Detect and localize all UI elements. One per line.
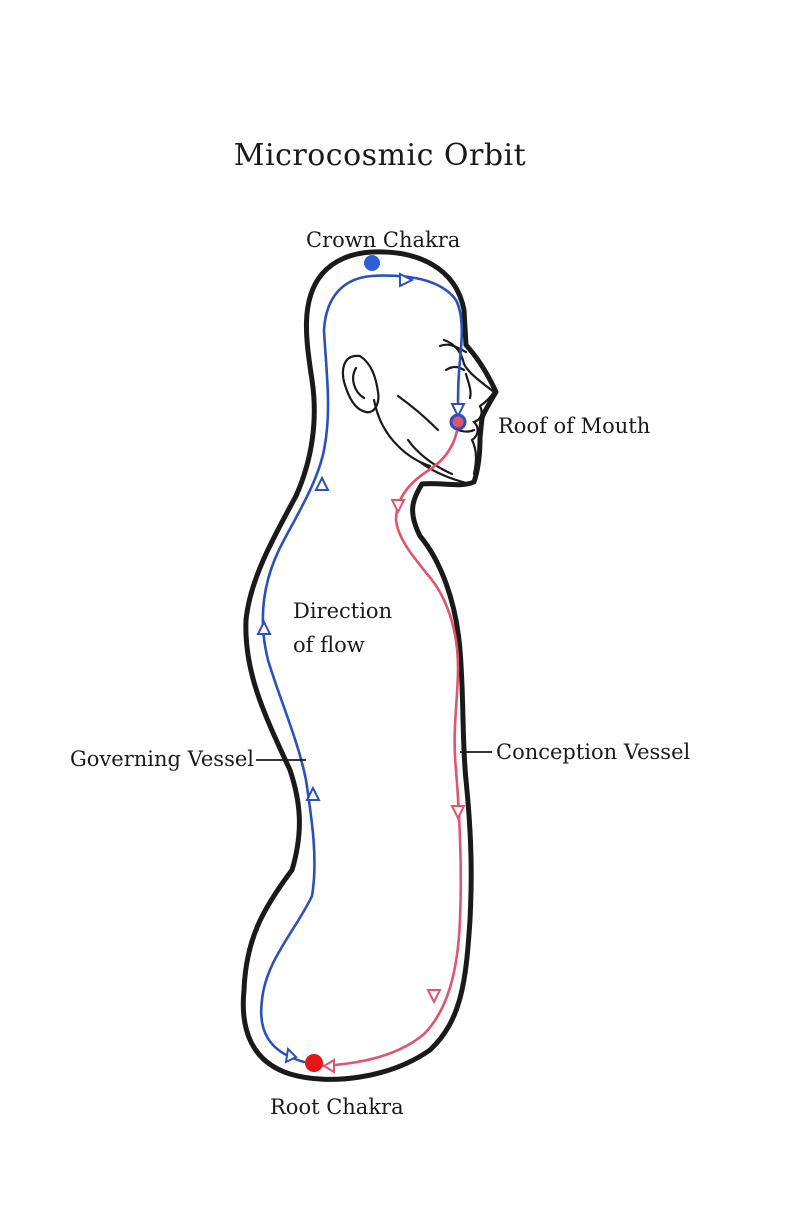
face-details <box>341 338 496 486</box>
gv-arrow <box>256 619 272 635</box>
nose-line <box>464 372 472 400</box>
ear <box>341 354 380 414</box>
head-back <box>372 398 432 468</box>
cv-arrow <box>426 989 442 1005</box>
root-chakra-label: Root Chakra <box>270 1095 404 1119</box>
diagram-title: Microcosmic Orbit <box>233 138 527 173</box>
cv-arrow <box>322 1058 335 1074</box>
cv-arrow <box>450 805 466 821</box>
gv-arrow <box>314 475 330 491</box>
governing-vessel-label: Governing Vessel <box>70 747 254 771</box>
direction-of-flow-label-line2: of flow <box>293 633 365 657</box>
roof-of-mouth-dot <box>449 413 467 431</box>
governing-vessel-path <box>259 274 464 1064</box>
cv-arrow <box>390 499 406 515</box>
roof-of-mouth-label: Roof of Mouth <box>498 414 651 438</box>
gv-arrow <box>399 272 415 288</box>
jaw-line <box>406 438 454 476</box>
face-profile <box>442 338 496 476</box>
conception-vessel-arrows <box>322 499 466 1074</box>
direction-of-flow-label-line1: Direction <box>293 599 393 623</box>
brow-line <box>438 343 468 354</box>
gv-arrow <box>305 785 321 801</box>
governing-vessel-arrows <box>256 272 466 1064</box>
conception-vessel-label: Conception Vessel <box>496 740 691 764</box>
cheek-line <box>396 394 440 432</box>
conception-vessel-path <box>320 422 463 1068</box>
root-chakra-dot <box>305 1054 323 1072</box>
gv-arrow <box>450 403 466 419</box>
body-outline <box>240 249 499 1082</box>
lips <box>456 428 476 433</box>
gv-arrow <box>284 1046 298 1064</box>
eye <box>444 365 466 372</box>
crown-chakra-dot <box>364 255 380 271</box>
ear-inner <box>352 366 366 400</box>
crown-chakra-label: Crown Chakra <box>306 228 461 252</box>
